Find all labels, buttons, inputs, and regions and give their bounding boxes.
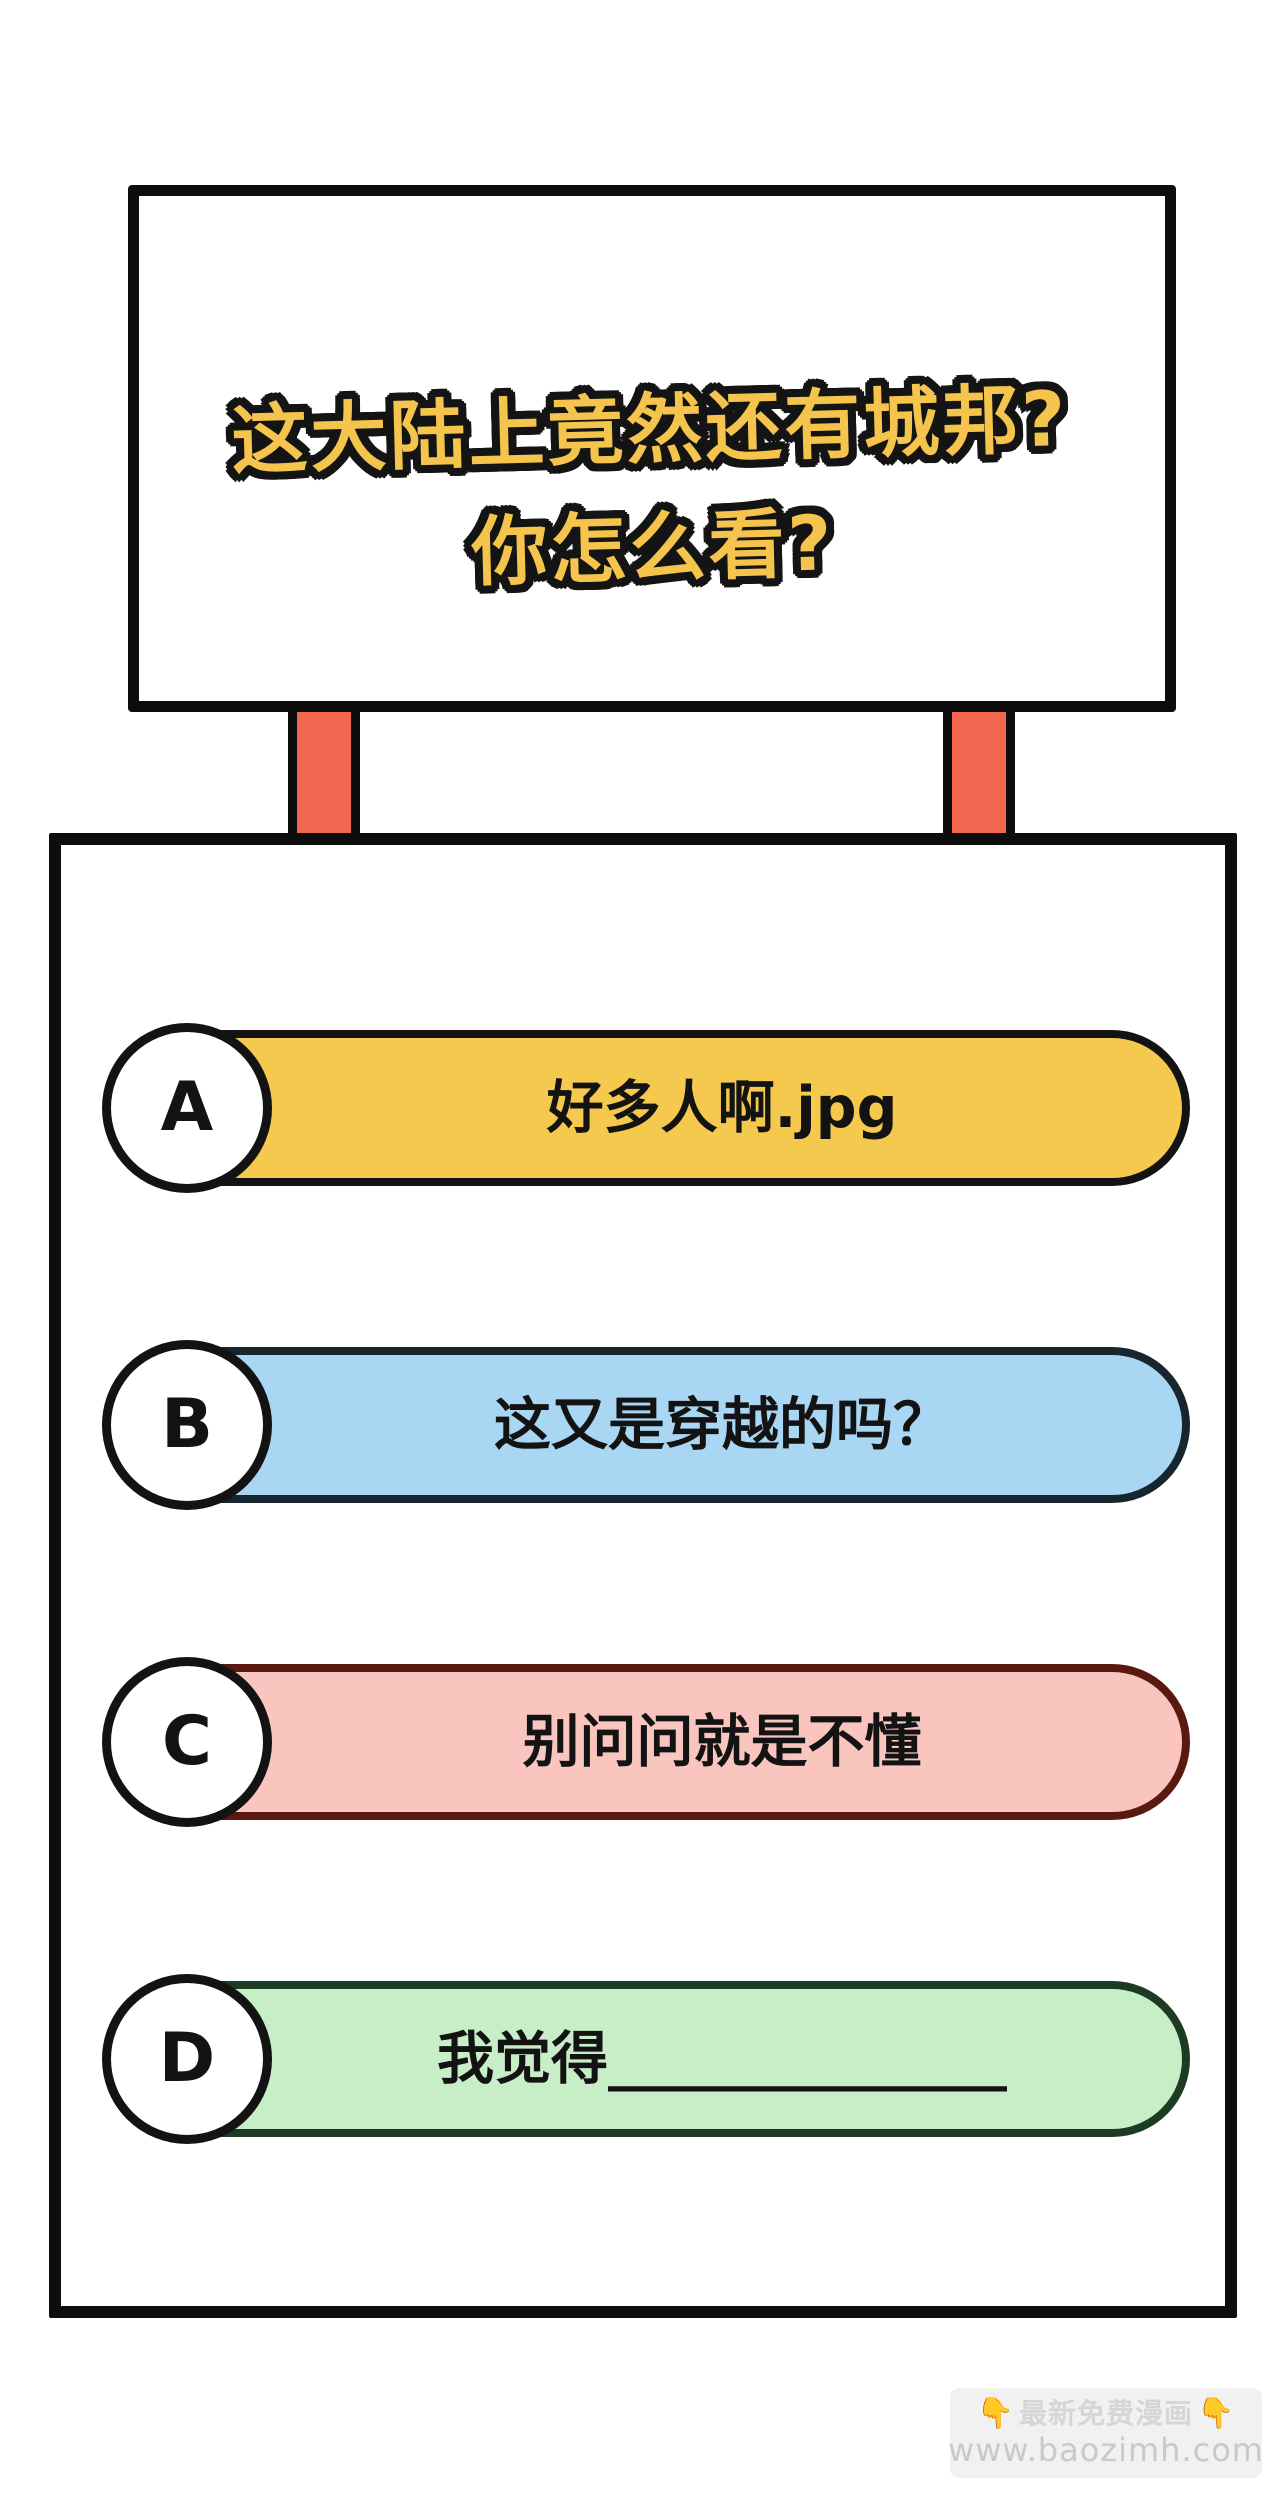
sign-post-right xyxy=(943,701,1015,845)
option-c-label: 别问问就是不懂 xyxy=(522,1709,922,1775)
watermark-url: www.baozimh.com xyxy=(948,2430,1264,2469)
pointing-down-icon: 👇 xyxy=(1197,2395,1236,2431)
option-a-badge: A xyxy=(102,1023,272,1193)
option-a-letter: A xyxy=(160,1068,214,1147)
sign-title-line-2: 你怎么看? 你怎么看? xyxy=(234,478,1074,618)
option-a-label: 好多人啊.jpg xyxy=(546,1075,898,1141)
poll-option-a[interactable]: 好多人啊.jpg A xyxy=(102,1023,1190,1193)
poll-option-b[interactable]: 这又是穿越的吗？ B xyxy=(102,1340,1190,1510)
poll-option-d[interactable]: 我觉得______________ D xyxy=(102,1974,1190,2144)
option-b-letter: B xyxy=(161,1385,213,1464)
option-c-letter: C xyxy=(162,1702,212,1781)
option-d-label: 我觉得______________ xyxy=(437,2026,1007,2092)
option-b-label: 这又是穿越的吗？ xyxy=(494,1392,950,1458)
option-d-letter: D xyxy=(158,2019,216,2098)
sign-title-line-2-text: 你怎么看? xyxy=(470,497,837,597)
sign-title: 这大陆上竟然还有城邦? 这大陆上竟然还有城邦? 你怎么看? 你怎么看? xyxy=(226,360,1075,618)
watermark-title-row: 👇 最新免费漫画 👇 xyxy=(977,2397,1236,2431)
sign-board: 这大陆上竟然还有城邦? 这大陆上竟然还有城邦? 你怎么看? 你怎么看? xyxy=(128,185,1176,712)
sign-title-line-1: 这大陆上竟然还有城邦? 这大陆上竟然还有城邦? xyxy=(226,360,1075,500)
option-c-pill xyxy=(120,1664,1190,1820)
option-b-badge: B xyxy=(102,1340,272,1510)
option-c-badge: C xyxy=(102,1657,272,1827)
option-d-badge: D xyxy=(102,1974,272,2144)
option-d-pill xyxy=(120,1981,1190,2137)
watermark: 👇 最新免费漫画 👇 www.baozimh.com xyxy=(948,2388,1264,2478)
option-b-pill xyxy=(120,1347,1190,1503)
watermark-title: 最新免费漫画 xyxy=(1018,2397,1193,2430)
pointing-down-icon: 👇 xyxy=(976,2395,1015,2431)
poll-option-c[interactable]: 别问问就是不懂 C xyxy=(102,1657,1190,1827)
sign-post-left xyxy=(288,701,360,845)
